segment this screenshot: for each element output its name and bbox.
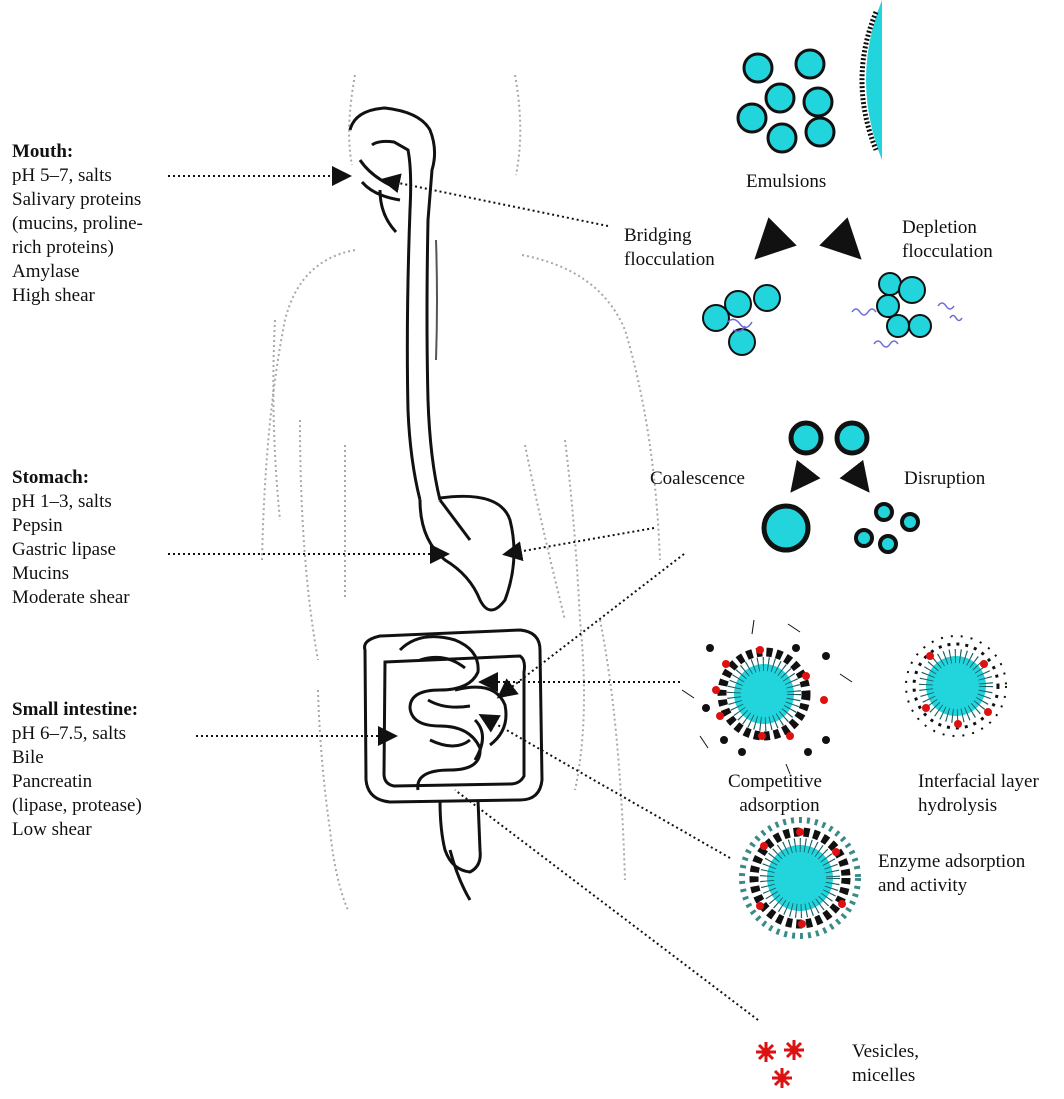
competitive-label: Competitive adsorption xyxy=(728,770,822,818)
bridging-cluster xyxy=(703,285,780,355)
mouth-text-block: Mouth: pH 5–7, salts Salivary proteins (… xyxy=(12,140,143,308)
vesicles-label-line: micelles xyxy=(852,1064,919,1088)
large-intestine-shape xyxy=(365,630,542,900)
depletion-label-line: flocculation xyxy=(902,240,993,264)
stomach-line: Mucins xyxy=(12,562,130,586)
vesicles-label-line: Vesicles, xyxy=(852,1040,919,1064)
small-intestine-line: (lipase, protease) xyxy=(12,794,142,818)
interface-closeup xyxy=(862,0,882,160)
emulsion-droplets xyxy=(738,50,834,152)
stomach-line: pH 1–3, salts xyxy=(12,490,130,514)
small-intestine-line: Pancreatin xyxy=(12,770,142,794)
vesicles-label: Vesicles, micelles xyxy=(852,1040,919,1088)
stomach-line: Moderate shear xyxy=(12,586,130,610)
small-intestine-heading: Small intestine: xyxy=(12,698,142,722)
coalesced-droplet xyxy=(764,506,808,550)
flocculation-arrows xyxy=(760,232,856,254)
emulsions-label: Emulsions xyxy=(746,170,826,194)
process-pointers xyxy=(384,180,758,1020)
competitive-label-line: adsorption xyxy=(728,794,822,818)
hydrolysis-droplet xyxy=(906,636,1006,736)
competitive-droplet xyxy=(682,620,852,774)
depletion-label: Depletion flocculation xyxy=(902,216,993,264)
mouth-line: Amylase xyxy=(12,260,143,284)
mouth-line: High shear xyxy=(12,284,143,308)
depletion-cluster xyxy=(877,273,931,337)
mouth-line: Salivary proteins xyxy=(12,188,143,212)
micelles xyxy=(756,1040,804,1088)
small-intestine-line: pH 6–7.5, salts xyxy=(12,722,142,746)
bridging-label-line: Bridging xyxy=(624,224,715,248)
disruption-label: Disruption xyxy=(904,467,985,491)
bridging-label-line: flocculation xyxy=(624,248,715,272)
interfacial-label-line: hydrolysis xyxy=(918,794,1039,818)
mouth-heading: Mouth: xyxy=(12,140,143,164)
enzyme-label-line: and activity xyxy=(878,874,1025,898)
interfacial-label: Interfacial layer hydrolysis xyxy=(918,770,1039,818)
small-intestine-line: Bile xyxy=(12,746,142,770)
stomach-heading: Stomach: xyxy=(12,466,130,490)
organ-pointers xyxy=(168,176,446,736)
mouth-line: pH 5–7, salts xyxy=(12,164,143,188)
stomach-text-block: Stomach: pH 1–3, salts Pepsin Gastric li… xyxy=(12,466,130,610)
small-intestine-text-block: Small intestine: pH 6–7.5, salts Bile Pa… xyxy=(12,698,142,842)
depletion-label-line: Depletion xyxy=(902,216,993,240)
coalescence-label: Coalescence xyxy=(650,467,745,491)
stomach-line: Gastric lipase xyxy=(12,538,130,562)
disrupted-droplets xyxy=(856,504,918,552)
mouth-line: rich proteins) xyxy=(12,236,143,260)
stomach-line: Pepsin xyxy=(12,514,130,538)
enzyme-label: Enzyme adsorption and activity xyxy=(878,850,1025,898)
bridging-label: Bridging flocculation xyxy=(624,224,715,272)
pair-droplets xyxy=(791,423,867,453)
small-intestine-line: Low shear xyxy=(12,818,142,842)
split-arrows xyxy=(794,470,866,488)
interfacial-label-line: Interfacial layer xyxy=(918,770,1039,794)
competitive-label-line: Competitive xyxy=(728,770,822,794)
head-esophagus xyxy=(350,108,440,500)
mouth-line: (mucins, proline- xyxy=(12,212,143,236)
enzyme-droplet xyxy=(742,820,858,936)
enzyme-label-line: Enzyme adsorption xyxy=(878,850,1025,874)
